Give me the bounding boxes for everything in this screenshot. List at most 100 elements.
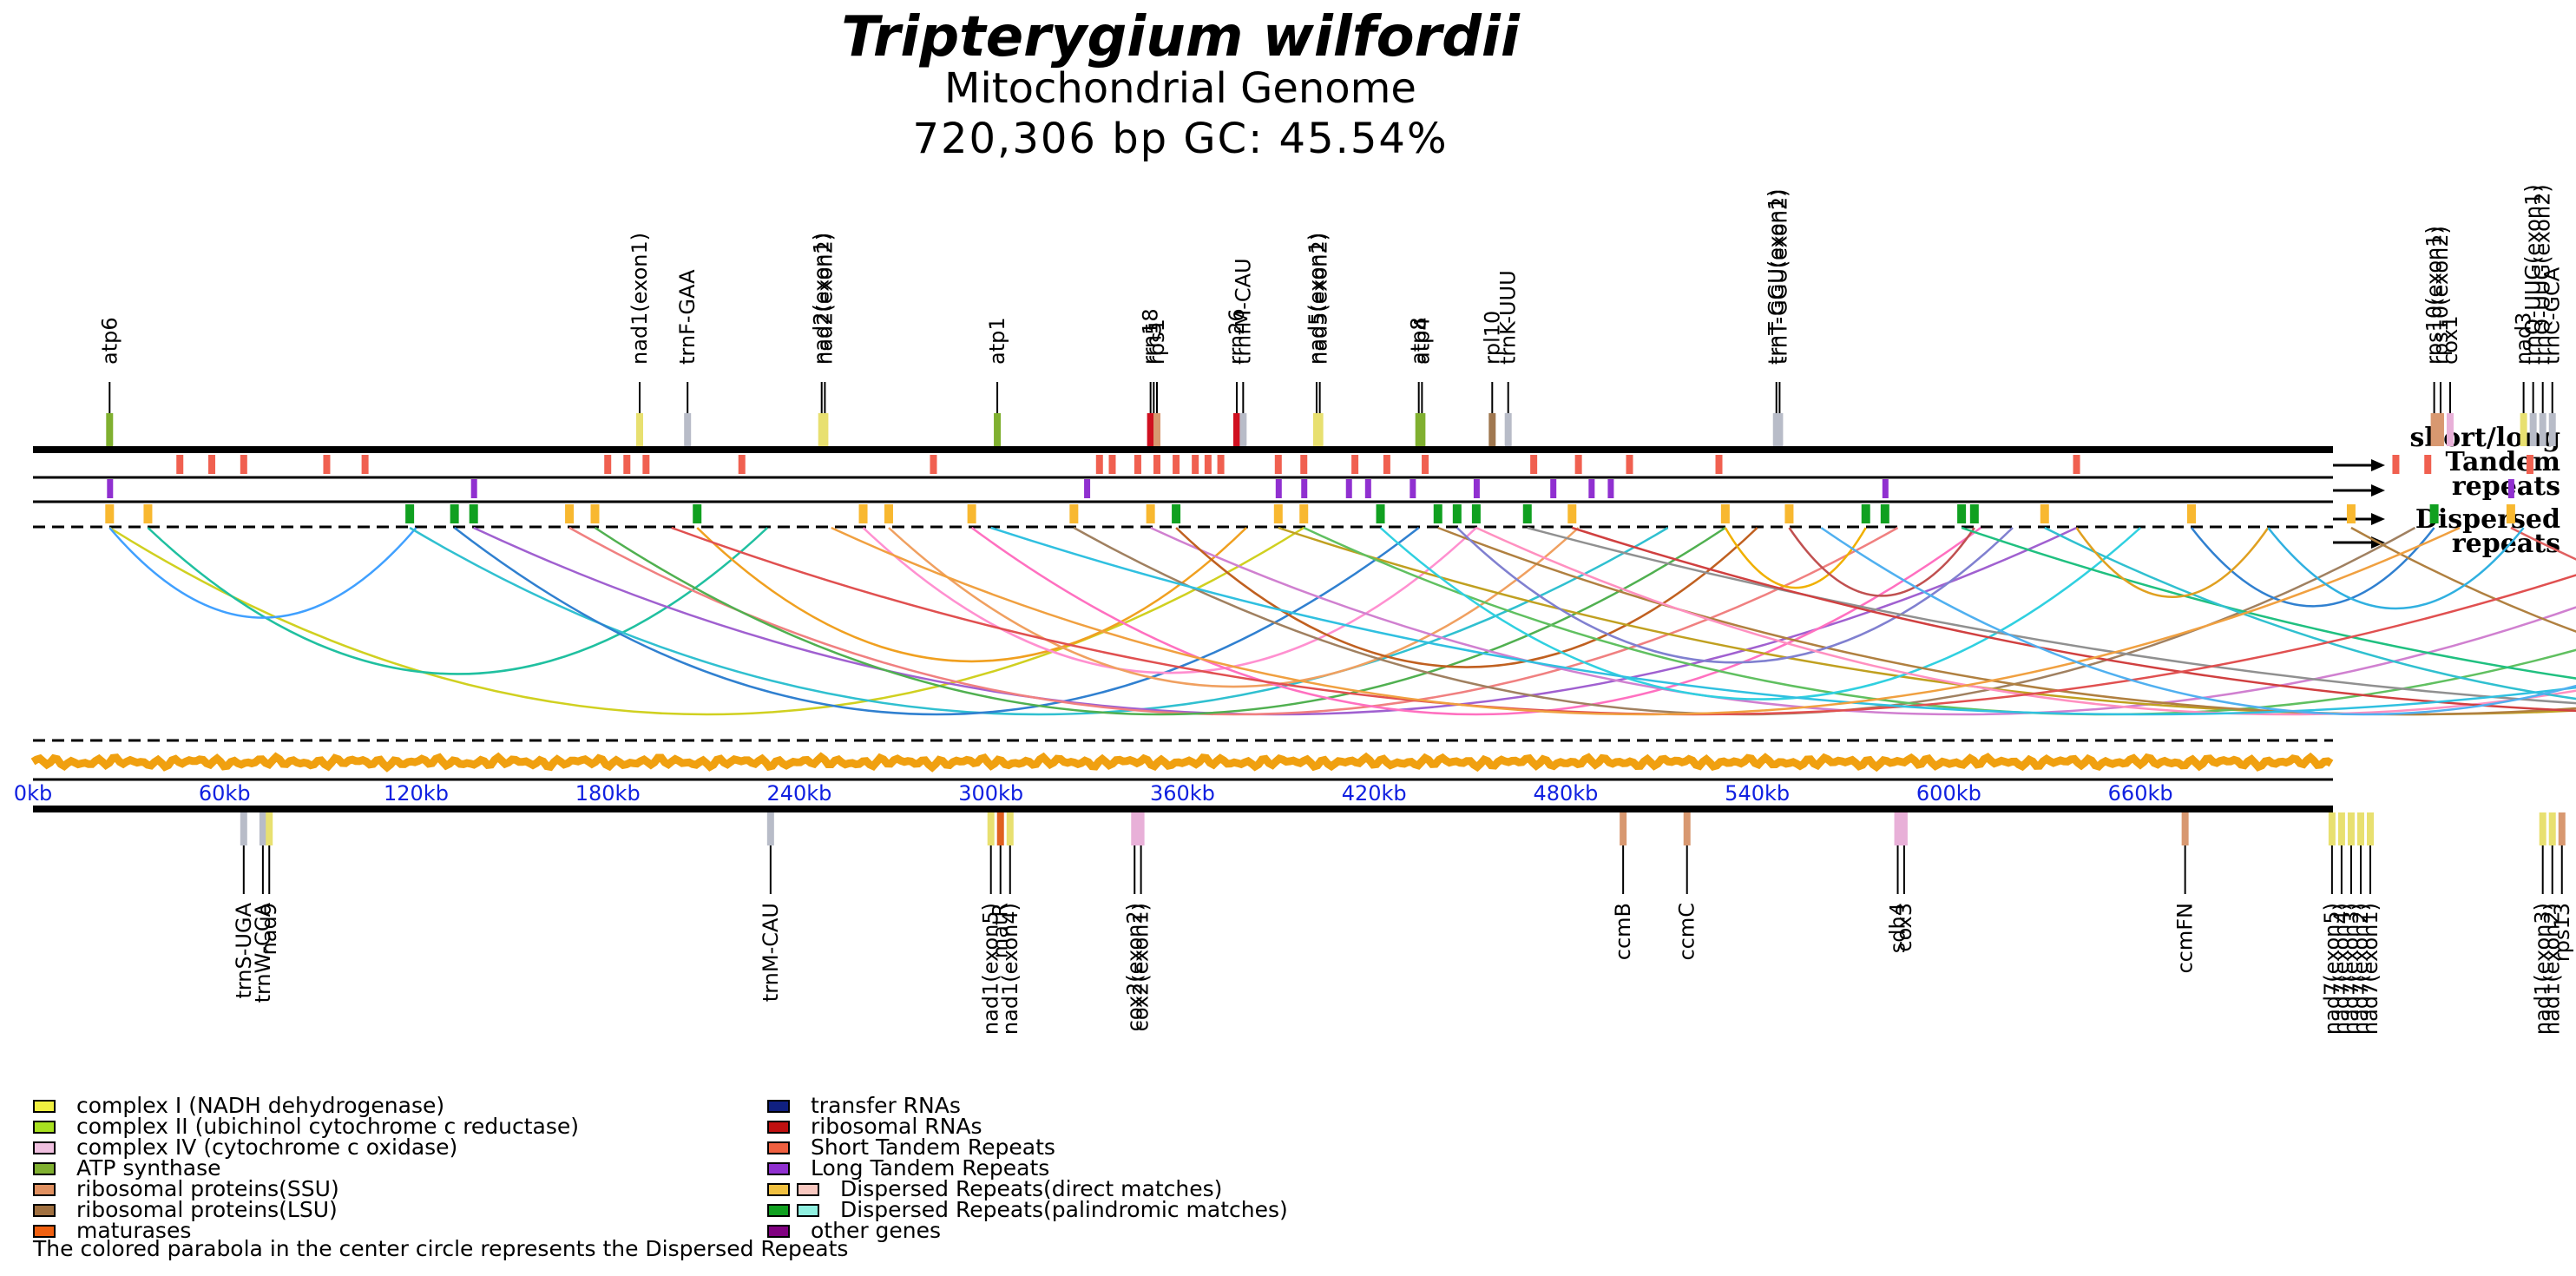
dispersed-repeat-mark <box>1471 504 1481 523</box>
gene-label-top: trnT-GGU(exon1) <box>1764 188 1789 365</box>
gene-label-top: nad5(exon1) <box>1304 233 1329 365</box>
gene-block <box>2328 812 2336 845</box>
short-tandem-repeat-mark <box>642 455 650 474</box>
dispersed-repeat-arc <box>2267 527 2525 610</box>
long-tandem-repeat-mark <box>107 479 114 498</box>
gene-block <box>1504 413 1512 446</box>
dispersed-repeat-mark <box>1376 504 1385 523</box>
track-label: Tandem <box>2445 447 2560 477</box>
dispersed-repeat-mark <box>1969 504 1979 523</box>
short-tandem-repeat-mark <box>604 455 612 474</box>
gene-block <box>1776 413 1784 446</box>
legend-label: ribosomal proteins(LSU) <box>76 1197 338 1222</box>
gene-label-top: trnC-GCA <box>2540 266 2565 365</box>
legend-swatch <box>33 1099 56 1113</box>
short-tandem-repeat-mark <box>240 455 247 474</box>
short-tandem-repeat-mark <box>1530 455 1538 474</box>
dispersed-repeat-arc <box>1961 526 2576 680</box>
dispersed-repeat-arc <box>1150 526 2576 716</box>
short-tandem-repeat-mark <box>738 455 746 474</box>
short-tandem-repeat-mark <box>1715 455 1723 474</box>
short-tandem-repeat-mark <box>1217 455 1225 474</box>
gene-label-bottom: nad7(exon5) <box>2320 903 2344 1035</box>
gene-block <box>2539 413 2546 446</box>
short-tandem-repeat-mark <box>1153 455 1161 474</box>
short-tandem-repeat-mark <box>1204 455 1212 474</box>
track-label: Dispersed <box>2415 504 2560 535</box>
gene-label-bottom: trnW-CCA <box>251 902 275 1003</box>
gene-block <box>1153 413 1161 446</box>
gene-label-top: trnF-GAA <box>675 269 700 365</box>
legend-label: other genes <box>811 1218 942 1243</box>
dispersed-repeat-mark <box>1720 504 1730 523</box>
dispersed-repeat-mark <box>967 504 976 523</box>
gene-block <box>987 812 995 845</box>
short-tandem-repeat-mark <box>1134 455 1141 474</box>
gc-content-line <box>30 752 2334 773</box>
gene-label-bottom: cox2(exon1) <box>1129 903 1153 1031</box>
gene-label-top: nad3 <box>2512 312 2536 365</box>
dispersed-repeat-arc <box>409 526 1669 716</box>
legend-label: ribosomal RNAs <box>811 1114 982 1139</box>
gene-block <box>2520 413 2527 446</box>
dispersed-repeat-mark <box>405 504 415 523</box>
genome-subtitle: Mitochondrial Genome <box>944 64 1416 113</box>
short-tandem-repeat-mark <box>2392 455 2400 474</box>
gene-label-top: trnT-GGU(exon2) <box>1767 188 1791 365</box>
gene-block <box>684 413 692 446</box>
legend-item: ribosomal proteins(SSU) <box>33 1176 579 1201</box>
gene-label-top: atp6 <box>97 317 122 365</box>
dispersed-repeat-mark <box>884 504 893 523</box>
gene-block <box>1894 812 1902 845</box>
long-tandem-repeat-mark <box>470 479 477 498</box>
short-tandem-repeat-mark <box>1626 455 1633 474</box>
legend-left: complex I (NADH dehydrogenase)complex II… <box>33 1095 579 1241</box>
axis-tick-label: 420kb <box>1342 781 1407 806</box>
long-tandem-repeat-mark <box>1550 479 1557 498</box>
dispersed-repeat-arc <box>696 527 1247 662</box>
dispersed-repeat-mark <box>1452 504 1462 523</box>
legend-item: complex I (NADH dehydrogenase) <box>33 1095 579 1116</box>
dispersed-repeat-mark <box>1567 504 1577 523</box>
dispersed-repeat-arc <box>1724 527 1867 589</box>
gene-block <box>994 413 1002 446</box>
long-tandem-repeat-mark <box>2507 479 2514 498</box>
legend-label: ribosomal proteins(SSU) <box>76 1176 339 1201</box>
gene-block <box>2558 812 2566 845</box>
dispersed-repeat-arc <box>2075 527 2270 598</box>
short-tandem-repeat-mark <box>1422 455 1429 474</box>
legend-item: complex IV (cytochrome c oxidase) <box>33 1136 579 1158</box>
legend-item: Dispersed Repeats(palindromic matches) <box>767 1199 1288 1220</box>
axis-tick-label: 660kb <box>2108 781 2173 806</box>
gene-label-bottom: cox3 <box>1892 903 1916 952</box>
dispersed-repeat-arc <box>862 527 1477 674</box>
gene-block <box>259 812 266 845</box>
gene-block <box>2337 812 2345 845</box>
legend-swatch <box>33 1203 56 1217</box>
dispersed-repeat-arc <box>1788 527 1975 597</box>
dispersed-repeat-mark <box>2506 504 2515 523</box>
gene-block <box>1137 812 1145 845</box>
dispersed-repeat-arc <box>1527 526 2576 705</box>
gene-label-top: nad1(exon1) <box>628 233 652 365</box>
dispersed-repeat-mark <box>858 504 868 523</box>
axis-tick-label: 0kb <box>14 781 52 806</box>
gene-label-bottom: nad7(exon3) <box>2339 903 2363 1035</box>
gene-label-top: rrn5 <box>1141 322 1166 365</box>
legend-item: Long Tandem Repeats <box>767 1157 1288 1179</box>
short-tandem-repeat-mark <box>2073 455 2080 474</box>
gene-block <box>2548 413 2556 446</box>
gene-block <box>2548 812 2556 845</box>
dispersed-repeat-mark <box>2429 504 2439 523</box>
genome-stats: 720,306 bp GC: 45.54% <box>912 115 1449 163</box>
gene-label-top: rpl10 <box>1480 311 1504 365</box>
gene-label-top: trnfM-CAU <box>1231 258 1255 365</box>
short-tandem-repeat-mark <box>1574 455 1582 474</box>
short-tandem-repeat-mark <box>1173 455 1180 474</box>
legend-swatch <box>767 1224 790 1238</box>
gene-block <box>636 413 644 446</box>
axis-tick-label: 540kb <box>1725 781 1790 806</box>
short-tandem-repeat-mark <box>623 455 631 474</box>
dispersed-repeat-arc <box>108 527 417 619</box>
